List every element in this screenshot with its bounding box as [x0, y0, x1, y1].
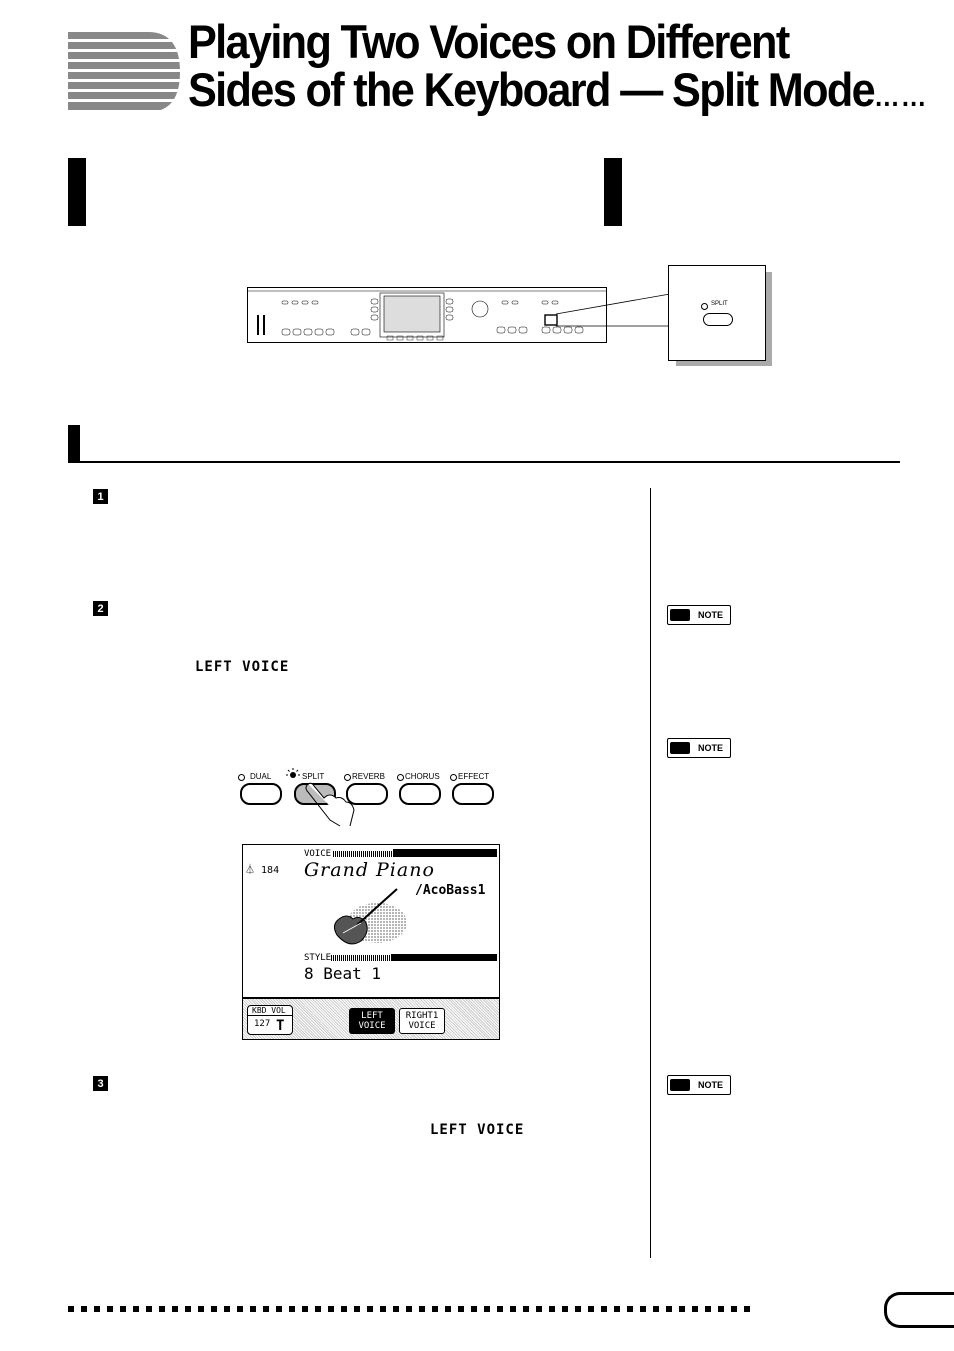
- callout-split-button[interactable]: [703, 313, 733, 326]
- lcd-tempo-row: ⏃ 184: [245, 861, 279, 876]
- callout-lines: [555, 293, 671, 327]
- lcd-style-bar: [391, 954, 497, 961]
- dual-led: [238, 774, 245, 781]
- kbd-vol-line: [248, 1015, 292, 1016]
- note-label-3: NOTE: [698, 1080, 724, 1090]
- footer-dashes: [68, 1306, 752, 1312]
- chorus-button[interactable]: [399, 783, 441, 805]
- step-3-number: 3: [93, 1076, 108, 1091]
- chorus-led: [397, 774, 404, 781]
- pressing-hand-icon: [305, 782, 355, 827]
- title-line-2: Sides of the Keyboard — Split Mode: [188, 63, 876, 116]
- lcd-split-voice: /AcoBass1: [415, 883, 486, 898]
- instrument-panel-illustration: [247, 287, 607, 343]
- note-label-1: NOTE: [698, 610, 724, 620]
- kbd-vol-slider-icon: T: [276, 1018, 285, 1034]
- lcd-divider: [243, 997, 499, 999]
- tab-right1-voice[interactable]: RIGHT1 VOICE: [399, 1008, 445, 1034]
- split-led: [701, 303, 708, 310]
- dual-button[interactable]: [240, 783, 282, 805]
- tab-left-voice[interactable]: LEFT VOICE: [349, 1008, 395, 1034]
- heading-bar: [68, 425, 80, 463]
- reverb-button[interactable]: [346, 783, 388, 805]
- lcd-screen: VOICE ⏃ 184 Grand Piano /AcoBass1 STYLE …: [242, 844, 500, 1040]
- step-3-lcd-word: LEFT VOICE: [430, 1122, 525, 1138]
- header-stripes-icon: [68, 32, 180, 110]
- split-label: SPLIT: [302, 772, 325, 781]
- lcd-tempo: 184: [261, 865, 280, 876]
- lcd-style-hatch: [331, 955, 391, 961]
- note-label-2: NOTE: [698, 743, 724, 753]
- note-icon-3: NOTE: [667, 1075, 731, 1095]
- section-bar-left: [68, 158, 86, 226]
- lcd-style-label: STYLE: [304, 953, 332, 963]
- lcd-voice-name: Grand Piano: [304, 859, 435, 881]
- effect-led: [450, 774, 457, 781]
- title-line-1: Playing Two Voices on Different: [188, 15, 790, 68]
- dual-label: DUAL: [250, 772, 272, 781]
- kbd-vol-label: KBD VOL: [252, 1006, 286, 1015]
- step-1-number: 1: [93, 489, 108, 504]
- reverb-label: REVERB: [352, 772, 385, 781]
- page-number-tab: [884, 1292, 954, 1328]
- lcd-voice-label: VOICE: [304, 849, 332, 859]
- kbd-vol-value: 127: [254, 1019, 271, 1029]
- page-title: Playing Two Voices on Different Sides of…: [188, 18, 927, 121]
- split-callout-box: SPLIT: [668, 265, 766, 361]
- reverb-led: [344, 774, 351, 781]
- effect-label: EFFECT: [458, 772, 490, 781]
- bass-instrument-image: [333, 888, 407, 945]
- panel-button-row: DUAL SPLIT REVERB CHORUS EFFECT: [236, 768, 496, 810]
- note-icon-1: NOTE: [667, 605, 731, 625]
- title-dots: ……: [874, 81, 928, 112]
- lcd-voice-bar: [393, 849, 497, 857]
- effect-button[interactable]: [452, 783, 494, 805]
- section-bar-right: [604, 158, 622, 226]
- chorus-label: CHORUS: [405, 772, 440, 781]
- lcd-voice-hatch: [333, 851, 437, 857]
- callout-split-label: SPLIT: [711, 301, 728, 307]
- kbd-vol-box[interactable]: KBD VOL 127 T: [247, 1005, 293, 1035]
- column-divider: [650, 488, 651, 1258]
- heading-rule: [68, 461, 900, 463]
- step-2-lcd-word: LEFT VOICE: [195, 659, 290, 675]
- metronome-icon: ⏃: [245, 865, 255, 876]
- note-icon-2: NOTE: [667, 738, 731, 758]
- step-2-number: 2: [93, 601, 108, 616]
- lcd-style-name: 8 Beat 1: [304, 964, 382, 983]
- split-led-lit-icon: [286, 768, 300, 778]
